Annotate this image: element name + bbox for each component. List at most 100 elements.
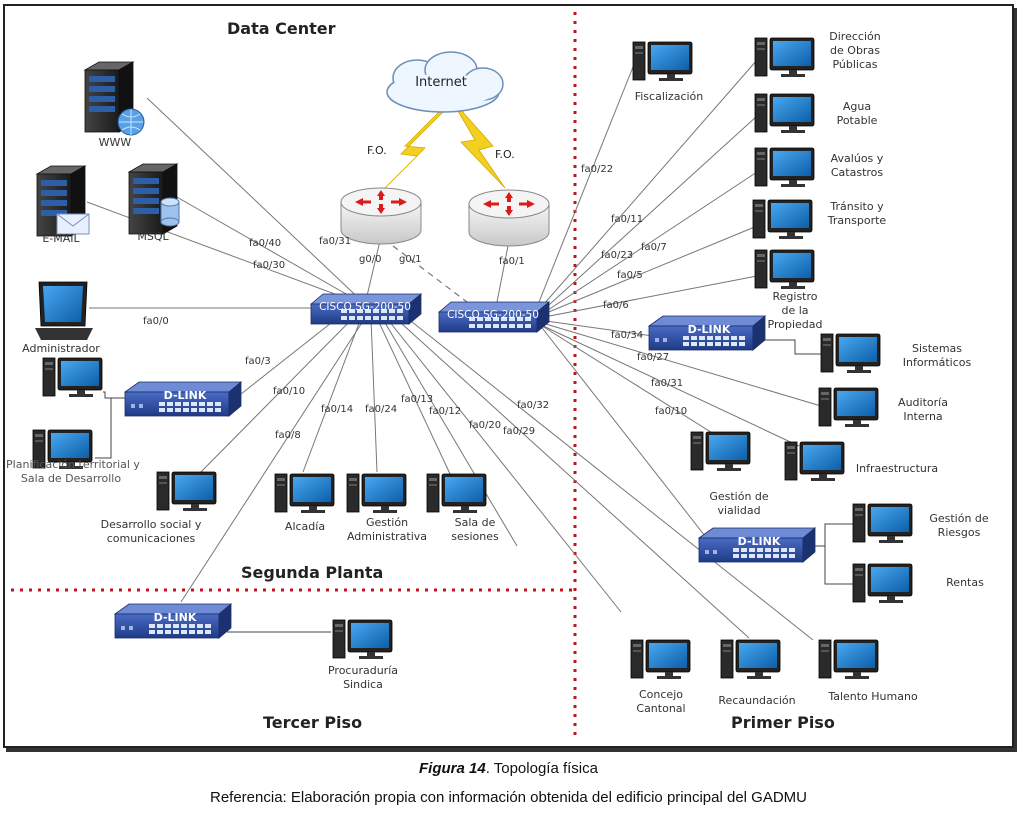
port-fa0-20: fa0/20	[469, 420, 501, 431]
port-fa0-3: fa0/3	[245, 356, 271, 367]
label-auditoria-1: Auditoría	[898, 396, 948, 409]
pc-rentas-icon	[852, 563, 913, 604]
label-concejo-1: Concejo	[639, 688, 683, 701]
label-fiscalizacion: Fiscalización	[635, 90, 704, 103]
label-gestion-admin-2: Administrativa	[347, 530, 427, 543]
label-administrador: Administrador	[22, 342, 100, 355]
pc-sala-sesiones-icon	[426, 473, 487, 514]
label-direccion-2: de Obras	[830, 44, 880, 57]
pc-direccion-icon	[754, 37, 815, 78]
label-riesgos-1: Gestión de	[929, 512, 989, 525]
port-fa0-24: fa0/24	[365, 404, 397, 415]
figure-reference: Referencia: Elaboración propia con infor…	[210, 789, 807, 806]
section-primer-piso: Primer Piso	[731, 713, 835, 732]
pc-sistemas-icon	[820, 333, 881, 374]
laptop-icon	[35, 281, 93, 340]
pc-fiscalizacion-icon	[632, 41, 693, 82]
internet-cloud-icon	[386, 51, 504, 113]
dlink-switch-tercer-label: D-LINK	[154, 611, 197, 624]
label-desarrollo-social-1: Desarrollo social y	[101, 518, 202, 531]
network-topology: Internet F.O. F.O. CISCO SG-200-50 CISCO…	[6, 12, 989, 740]
pc-transito-icon	[752, 199, 813, 240]
section-data-center: Data Center	[227, 19, 336, 38]
label-sistemas-2: Informáticos	[903, 356, 972, 369]
label-direccion-3: Públicas	[832, 58, 877, 71]
port-fa0-7: fa0/7	[641, 242, 667, 253]
pc-vialidad-icon	[690, 431, 751, 472]
port-g0-0: g0/0	[359, 254, 381, 265]
port-fa0-10-left: fa0/10	[273, 386, 305, 397]
envelope-icon	[56, 213, 90, 235]
pc-auditoria-icon	[818, 387, 879, 428]
fo-left-label: F.O.	[367, 144, 387, 157]
links-core-1	[86, 97, 814, 641]
pc-registro-icon	[754, 249, 815, 290]
label-avaluos-1: Avalúos y	[831, 152, 884, 165]
port-fa0-8: fa0/8	[275, 430, 301, 441]
port-fa0-6: fa0/6	[603, 300, 629, 311]
link-fa0-1	[496, 245, 509, 303]
figure-caption: Figura 14. Topología física	[0, 760, 1017, 777]
label-riesgos-2: Riesgos	[938, 526, 981, 539]
label-transito-2: Transporte	[827, 214, 887, 227]
port-fa0-5: fa0/5	[617, 270, 643, 281]
links-core-2	[534, 59, 822, 537]
router-2-icon	[468, 189, 550, 247]
pc-planificacion-icon	[42, 357, 103, 398]
label-infraestructura: Infraestructura	[856, 462, 938, 475]
port-fa0-29: fa0/29	[503, 426, 535, 437]
label-avaluos-2: Catastros	[831, 166, 884, 179]
label-procuraduria-1: Procuraduría	[328, 664, 398, 677]
lightning-right-icon	[454, 105, 506, 189]
core-switch-1-label: CISCO SG-200-50	[319, 301, 411, 313]
lightning-left-icon	[380, 105, 446, 193]
port-fa0-32: fa0/32	[517, 400, 549, 411]
dlink-switch-sistemas-label: D-LINK	[688, 323, 731, 336]
label-recaudacion: Recaundación	[718, 694, 795, 707]
pc-agua-icon	[754, 93, 815, 134]
dlink-switch-segunda-label: D-LINK	[164, 389, 207, 402]
label-vialidad-2: vialidad	[717, 504, 760, 517]
section-segunda-planta: Segunda Planta	[241, 563, 383, 582]
link-g0-1-dashed	[392, 245, 468, 303]
pc-infraestructura-icon	[784, 441, 845, 482]
label-sala-sesiones-2: sesiones	[451, 530, 499, 543]
pc-alcaldia-icon	[274, 473, 335, 514]
figure-title: . Topología física	[485, 760, 598, 777]
label-desarrollo-overlap: Sala de Desarrollo	[21, 472, 121, 485]
figure-number: Figura 14	[419, 760, 486, 777]
label-planificacion: Planificación territorial y	[6, 458, 140, 471]
label-alcaldia: Alcadía	[285, 520, 325, 533]
section-tercer-piso: Tercer Piso	[263, 713, 362, 732]
label-auditoria-2: Interna	[903, 410, 942, 423]
pc-gestion-admin-icon	[346, 473, 407, 514]
port-fa0-23: fa0/23	[601, 250, 633, 261]
fo-right-label: F.O.	[495, 148, 515, 161]
pc-concejo-icon	[630, 639, 691, 680]
port-fa0-31-right: fa0/31	[651, 378, 683, 389]
port-fa0-1: fa0/1	[499, 256, 525, 267]
port-fa0-12: fa0/12	[429, 406, 461, 417]
label-registro-3: Propiedad	[768, 318, 823, 331]
port-fa0-31-core: fa0/31	[319, 236, 351, 247]
port-fa0-27: fa0/27	[637, 352, 669, 363]
dlink-switch-riesgos-label: D-LINK	[738, 535, 781, 548]
port-fa0-0: fa0/0	[143, 316, 169, 327]
label-msql: MSQL	[137, 230, 169, 243]
port-g0-1: g0/1	[399, 254, 421, 265]
internet-label: Internet	[415, 75, 467, 90]
label-transito-1: Tránsito y	[829, 200, 884, 213]
port-fa0-34: fa0/34	[611, 330, 643, 341]
label-registro-2: de la	[781, 304, 808, 317]
pc-desarrollo-social-icon	[156, 471, 217, 512]
label-rentas: Rentas	[946, 576, 984, 589]
port-fa0-30: fa0/30	[253, 260, 285, 271]
database-icon	[160, 197, 180, 227]
port-fa0-40: fa0/40	[249, 238, 281, 249]
links-local	[95, 339, 853, 633]
label-procuraduria-2: Sindica	[343, 678, 383, 691]
label-talento: Talento Humano	[827, 690, 918, 703]
label-desarrollo-social-2: comunicaciones	[107, 532, 196, 545]
label-vialidad-1: Gestión de	[709, 490, 769, 503]
router-1-icon	[340, 187, 422, 245]
